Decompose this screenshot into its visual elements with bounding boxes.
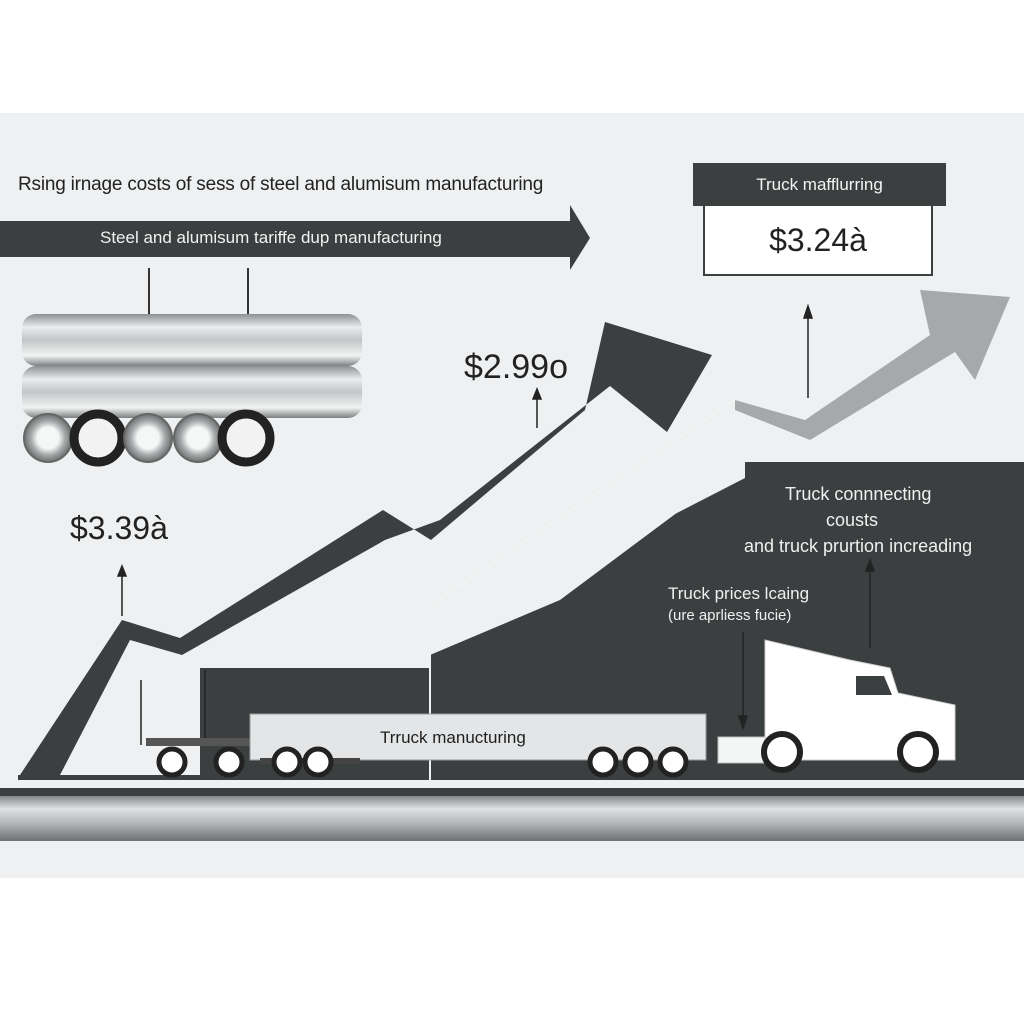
truck-box-title: Truck mafflurring [693, 163, 946, 206]
truck-box-value: $3.24à [703, 206, 933, 276]
tariff-arrow-bar [0, 205, 590, 270]
headline: Rsing irnage costs of sess of steel and … [18, 174, 544, 195]
price-mid: $2.99o [464, 348, 568, 386]
trailer-icon [146, 713, 707, 778]
truck-prices-line-1: Truck prices lcaing [668, 584, 810, 603]
semi-truck-icon [717, 639, 956, 773]
truck-connecting-line-2: cousts [826, 510, 879, 530]
steel-pipe-stack-icon [22, 314, 362, 467]
truck-connecting-line-3: and truck prurtion increading [744, 536, 973, 556]
truck-connecting-line-1: Truck connnecting [785, 484, 932, 504]
light-diagonal-wedge [430, 462, 745, 640]
truck-prices-line-2: (ure aprliess fucie) [668, 607, 792, 624]
price-left: $3.39à [70, 510, 168, 546]
trend-arrow-icon [20, 322, 712, 775]
gray-trend-arrow [735, 290, 1010, 440]
steel-rail [0, 795, 1024, 841]
trailer-label: Trruck manucturing [380, 728, 526, 747]
tariff-arrow-label: Steel and alumisum tariffe dup manufactu… [100, 228, 442, 247]
